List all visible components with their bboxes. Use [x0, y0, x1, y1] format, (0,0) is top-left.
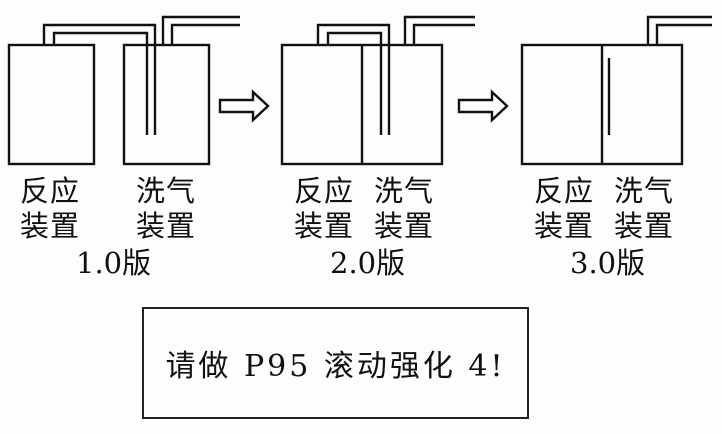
stage-1-connecting-tube [42, 23, 157, 135]
stage-1-version-label: 1.0版 [76, 246, 152, 280]
stage-1-right-label-line1: 洗气 [136, 174, 197, 208]
stage-3-right-label-line1: 洗气 [614, 174, 675, 208]
stage-3-left-label-line2: 装置 [534, 209, 595, 243]
right-arrow-icon [218, 89, 270, 123]
stage-2-version-label: 2.0版 [330, 246, 406, 280]
stage-1-reaction-vessel [7, 43, 96, 166]
instruction-box: 请做 P95 滚动强化 4! [142, 307, 529, 419]
stage-2-left-label-line2: 装置 [294, 209, 355, 243]
stage-3-left-label-line1: 反应 [534, 174, 595, 208]
stage-1-apparatus [7, 15, 240, 166]
stage-1-washing-bottle [122, 43, 211, 166]
stage-1-right-label-line2: 装置 [136, 209, 197, 243]
stage-2-apparatus [280, 15, 475, 166]
instruction-text: 请做 P95 滚动强化 4! [165, 349, 506, 384]
stage-2-left-label-line1: 反应 [294, 174, 355, 208]
stage-2-right-label-line1: 洗气 [374, 174, 435, 208]
stage-3-right-label-line2: 装置 [614, 209, 675, 243]
stage-2-outlet-tube [403, 15, 475, 45]
stage-1-left-label-line2: 装置 [20, 209, 81, 243]
stage-1-left-label-line1: 反应 [20, 174, 81, 208]
stage-2-right-label-line2: 装置 [374, 209, 435, 243]
right-arrow-icon [457, 89, 509, 123]
stage-3-apparatus [520, 15, 712, 166]
stage-3-version-label: 3.0版 [570, 246, 646, 280]
stage-3-outlet-tube [646, 15, 712, 45]
stage-2-connecting-tube [316, 23, 391, 135]
stage-1-outlet-tube [161, 15, 240, 45]
